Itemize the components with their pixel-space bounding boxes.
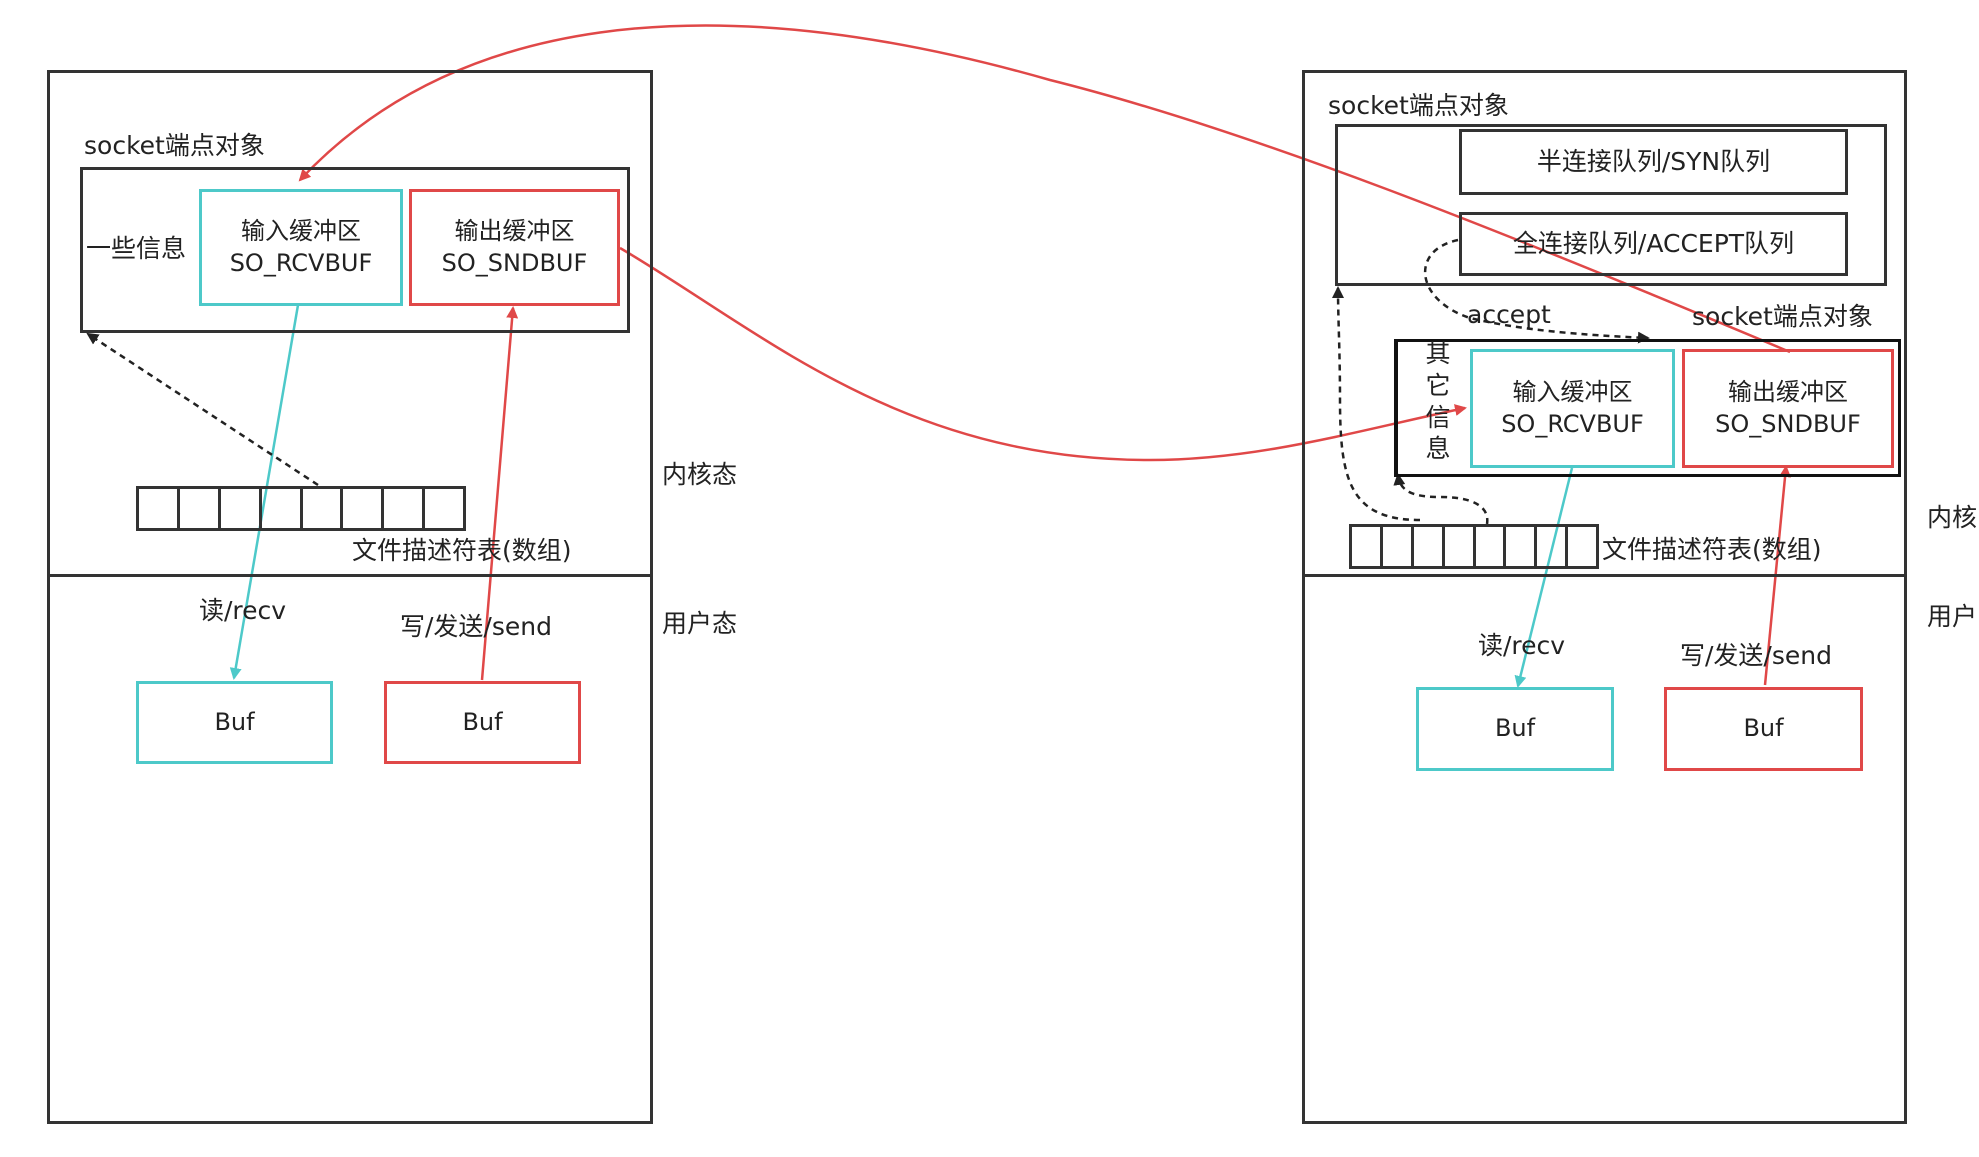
right-send-buffer-line2: SO_SNDBUF: [1715, 409, 1861, 438]
fd-cell: [1445, 527, 1476, 566]
right-user-label: 用户: [1927, 602, 1978, 631]
right-fd-table: [1349, 524, 1599, 569]
left-read-label: 读/recv: [199, 596, 287, 625]
net-arrow-left-to-right: [619, 246, 1467, 462]
right-recv-buffer-line2: SO_RCVBUF: [1501, 409, 1644, 438]
right-fd-table-label: 文件描述符表(数组): [1602, 535, 1822, 564]
right-conn-socket-title: socket端点对象: [1692, 302, 1873, 331]
left-send-buffer-line2: SO_SNDBUF: [441, 248, 588, 277]
left-kernel-label: 内核态: [662, 460, 738, 489]
right-send-buffer-line1: 输出缓冲区: [1728, 378, 1848, 407]
left-fd-table-label: 文件描述符表(数组): [352, 536, 572, 565]
net-arrow-right-to-left: [298, 24, 1791, 354]
fd-cell: [221, 489, 262, 528]
left-recv-buffer: 输入缓冲区 SO_RCVBUF: [199, 189, 403, 306]
left-fd-table: [136, 486, 466, 531]
left-fd-pointer: [86, 332, 319, 487]
right-fd-to-listen: [1332, 286, 1421, 522]
left-host-frame: [47, 70, 653, 1124]
right-read-label: 读/recv: [1478, 631, 1566, 660]
left-user-buf-write: Buf: [384, 681, 581, 764]
fd-cell: [384, 489, 426, 528]
left-read-arrow: [229, 304, 300, 680]
right-send-buffer: 输出缓冲区 SO_SNDBUF: [1682, 349, 1894, 468]
right-listen-socket: [1335, 124, 1887, 286]
left-user-label: 用户态: [662, 609, 738, 638]
right-kernel-label: 内核: [1927, 503, 1978, 532]
fd-cell: [1352, 527, 1383, 566]
right-kernel-user-divider: [1302, 574, 1907, 577]
left-send-buffer-line1: 输出缓冲区: [454, 217, 575, 246]
fd-cell: [1414, 527, 1445, 566]
right-full-queue: 全连接队列/ACCEPT队列: [1459, 212, 1848, 276]
right-half-queue: 半连接队列/SYN队列: [1459, 129, 1848, 195]
fd-cell: [1383, 527, 1414, 566]
left-send-buffer: 输出缓冲区 SO_SNDBUF: [409, 189, 620, 306]
right-recv-buffer-line1: 输入缓冲区: [1512, 378, 1633, 407]
left-info-label: 一些信息: [86, 234, 187, 263]
left-kernel-user-divider: [47, 574, 653, 577]
right-other-info: 其 它 信 息: [1425, 339, 1451, 464]
left-socket-title: socket端点对象: [84, 131, 265, 160]
right-accept-label: accept: [1467, 300, 1551, 329]
fd-cell: [262, 489, 303, 528]
fd-cell: [343, 489, 385, 528]
fd-cell: [425, 489, 463, 528]
left-write-label: 写/发送/send: [400, 612, 552, 641]
left-write-arrow: [480, 306, 519, 681]
fd-cell: [1506, 527, 1538, 566]
left-recv-buffer-line2: SO_RCVBUF: [229, 248, 373, 277]
right-accept-arrow: [1423, 238, 1650, 344]
right-host-frame: [1302, 70, 1907, 1124]
right-user-buf-write: Buf: [1664, 687, 1863, 771]
fd-cell: [180, 489, 221, 528]
right-user-buf-read: Buf: [1416, 687, 1614, 771]
fd-cell: [139, 489, 180, 528]
right-write-label: 写/发送/send: [1680, 641, 1832, 670]
fd-cell: [1476, 527, 1507, 566]
right-conn-socket: [1394, 339, 1901, 477]
right-fd-to-conn: [1393, 473, 1489, 525]
right-read-arrow: [1514, 467, 1574, 688]
fd-cell: [303, 489, 344, 528]
fd-cell: [1568, 527, 1596, 566]
right-socket-title: socket端点对象: [1328, 91, 1509, 120]
left-recv-buffer-line1: 输入缓冲区: [241, 217, 361, 246]
fd-cell: [1537, 527, 1569, 566]
left-socket-object: [80, 167, 630, 333]
right-recv-buffer: 输入缓冲区 SO_RCVBUF: [1470, 349, 1675, 468]
left-user-buf-read: Buf: [136, 681, 333, 764]
